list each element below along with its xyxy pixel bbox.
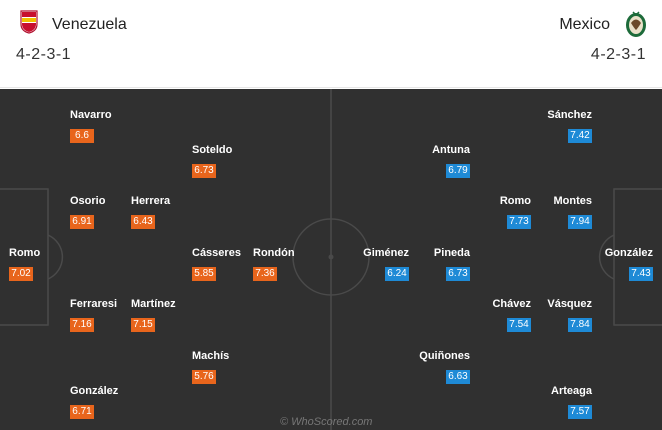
- watermark: © WhoScored.com: [280, 416, 373, 428]
- player-rating: 7.36: [253, 267, 277, 281]
- player-name: Romo: [499, 195, 531, 207]
- player-card[interactable]: Antuna 6.79: [380, 144, 470, 184]
- player-name: Quiñones: [419, 350, 470, 362]
- player-rating: 6.73: [192, 164, 216, 178]
- player-name: Navarro: [70, 109, 112, 121]
- player-card[interactable]: Herrera 6.43: [131, 195, 221, 235]
- player-card[interactable]: Quiñones 6.63: [380, 350, 470, 390]
- player-name: Herrera: [131, 195, 171, 207]
- player-card[interactable]: González 7.43: [563, 247, 653, 287]
- player-name: Vásquez: [547, 298, 592, 310]
- player-name: Rondón: [253, 247, 295, 259]
- player-rating: 7.73: [507, 215, 531, 229]
- player-name: González: [604, 247, 653, 259]
- player-rating: 7.57: [568, 405, 592, 419]
- player-rating: 7.42: [568, 129, 592, 143]
- player-name: González: [70, 385, 119, 397]
- player-name: Arteaga: [551, 385, 592, 397]
- player-card[interactable]: Ferraresi 7.16: [70, 298, 160, 338]
- player-name: Soteldo: [192, 144, 233, 156]
- player-card[interactable]: Chávez 7.54: [441, 298, 531, 338]
- home-team-name[interactable]: Venezuela: [52, 16, 127, 33]
- mexico-crest-icon: [626, 11, 646, 37]
- pitch: Navarro 6.6 Soteldo 6.73 Osorio 6.91 Her…: [0, 89, 662, 430]
- player-card[interactable]: Sánchez 7.42: [502, 109, 592, 149]
- player-card[interactable]: Navarro 6.6: [70, 109, 160, 149]
- player-card[interactable]: Pineda 6.73: [380, 247, 470, 287]
- player-rating: 6.91: [70, 215, 94, 229]
- player-name: Montes: [553, 195, 593, 207]
- player-name: Giménez: [363, 247, 409, 259]
- player-rating: 6.43: [131, 215, 155, 229]
- player-card[interactable]: Arteaga 7.57: [502, 385, 592, 425]
- away-formation: 4-2-3-1: [590, 46, 646, 63]
- player-rating: 7.02: [9, 267, 33, 281]
- player-name: Ferraresi: [70, 298, 118, 310]
- player-name: Chávez: [492, 298, 531, 310]
- player-rating: 7.54: [507, 318, 531, 332]
- away-team-name[interactable]: Mexico: [559, 16, 610, 33]
- player-rating: 7.94: [568, 215, 592, 229]
- player-card[interactable]: Vásquez 7.84: [502, 298, 592, 338]
- player-name: Machís: [192, 350, 230, 362]
- player-card[interactable]: González 6.71: [70, 385, 160, 425]
- match-header: Venezuela 4-2-3-1 Mexico 4-2-3-1: [0, 0, 662, 88]
- player-rating: 7.16: [70, 318, 94, 332]
- player-rating: 5.85: [192, 267, 216, 281]
- player-name: Antuna: [432, 144, 470, 156]
- player-name: Martínez: [131, 298, 176, 310]
- player-rating: 5.76: [192, 370, 216, 384]
- player-name: Osorio: [70, 195, 106, 207]
- player-card[interactable]: Soteldo 6.73: [192, 144, 282, 184]
- player-name: Romo: [9, 247, 41, 259]
- player-rating: 6.73: [446, 267, 470, 281]
- player-name: Pineda: [433, 247, 470, 259]
- player-rating: 6.24: [385, 267, 409, 281]
- player-rating: 6.6: [70, 129, 94, 143]
- player-card[interactable]: Machís 5.76: [192, 350, 282, 390]
- player-rating: 6.71: [70, 405, 94, 419]
- home-formation: 4-2-3-1: [16, 46, 72, 63]
- pitch-lines: [0, 89, 662, 430]
- player-card[interactable]: Giménez 6.24: [319, 247, 409, 287]
- player-rating: 7.84: [568, 318, 592, 332]
- player-rating: 7.43: [629, 267, 653, 281]
- player-card[interactable]: Cásseres 5.85: [192, 247, 282, 287]
- player-card[interactable]: Osorio 6.91: [70, 195, 160, 235]
- venezuela-crest-icon: [20, 10, 38, 34]
- player-card[interactable]: Romo 7.02: [9, 247, 99, 287]
- player-rating: 7.15: [131, 318, 155, 332]
- player-name: Sánchez: [547, 109, 592, 121]
- player-card[interactable]: Romo 7.73: [441, 195, 531, 235]
- player-rating: 6.63: [446, 370, 470, 384]
- player-card[interactable]: Montes 7.94: [502, 195, 592, 235]
- player-rating: 6.79: [446, 164, 470, 178]
- player-card[interactable]: Rondón 7.36: [253, 247, 343, 287]
- player-name: Cásseres: [192, 247, 241, 259]
- player-card[interactable]: Martínez 7.15: [131, 298, 221, 338]
